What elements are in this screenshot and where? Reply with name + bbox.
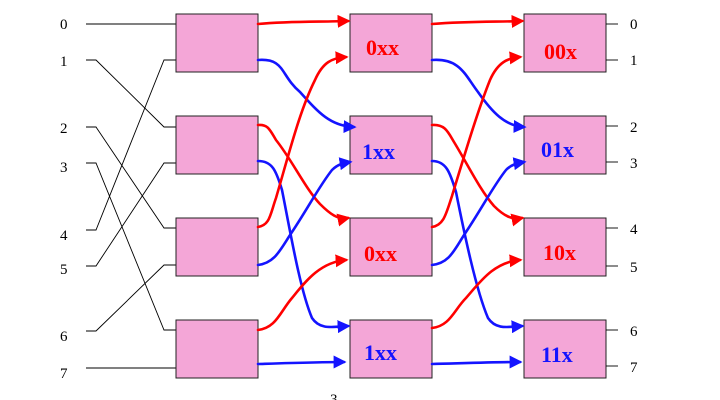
wire-5 (86, 162, 176, 267)
stage1-switch-1 (175, 115, 259, 175)
route-red-arrow (256, 123, 351, 227)
input-label-3: 3 (60, 160, 68, 176)
route-red-arrow (430, 14, 525, 28)
input-label-6: 6 (60, 329, 68, 345)
stage2-label-2: 0xx (364, 241, 397, 266)
stage2-label-3: 1xx (364, 340, 397, 365)
output-label-2: 2 (630, 120, 638, 136)
wire-6 (86, 264, 176, 332)
route-red-arrow (256, 254, 349, 332)
stage3-label-2: 10x (543, 240, 576, 265)
stage3-label-0: 00x (544, 39, 577, 64)
stage3-switch-1 (523, 115, 607, 175)
route-blue-arrow (430, 157, 527, 267)
output-label-3: 3 (630, 156, 638, 172)
input-label-0: 0 (60, 17, 68, 33)
route-blue-arrow (430, 58, 527, 133)
stage3-switch-2 (523, 217, 607, 277)
stage3-switch-0 (523, 13, 607, 73)
stage2-label-1: 1xx (362, 139, 395, 164)
output-wiring (606, 23, 618, 367)
input-label-5: 5 (60, 262, 68, 278)
stage3-label-1: 01x (541, 137, 574, 162)
wire-2 (86, 126, 176, 229)
route-red-arrow (256, 51, 349, 229)
routes-stage2-to-stage3 (430, 14, 527, 369)
route-red-arrow (256, 14, 351, 28)
stage2-label-0: 0xx (366, 35, 399, 60)
input-label-1: 1 (60, 54, 68, 70)
output-label-4: 4 (630, 222, 638, 238)
output-label-6: 6 (630, 324, 638, 340)
route-blue-arrow (430, 159, 525, 334)
route-blue-arrow (256, 355, 347, 369)
route-red-arrow (430, 123, 525, 227)
wire-3 (86, 162, 176, 331)
wire-4 (86, 59, 176, 231)
stage2-switch-0 (349, 13, 433, 73)
route-red-arrow (430, 254, 523, 330)
stage2-switch-3 (349, 319, 433, 379)
route-blue-arrow (256, 58, 357, 134)
stage3-label-3: 11x (541, 342, 573, 367)
stage2-switch-2 (349, 217, 433, 277)
wire-1 (86, 59, 176, 128)
input-wiring (86, 23, 176, 369)
route-red-arrow (430, 51, 523, 229)
output-label-1: 1 (630, 53, 638, 69)
output-label-0: 0 (630, 17, 638, 33)
stage1-switch-0 (175, 13, 259, 73)
output-label-5: 5 (630, 260, 638, 276)
stage1-switch-2 (175, 217, 259, 277)
stage1-switch-3 (175, 319, 259, 379)
stage2-switch-1 (349, 115, 433, 175)
stage3-switch-3 (523, 319, 607, 379)
routes-stage1-to-stage2 (256, 14, 357, 369)
bottom-cutoff-label: 3 (330, 392, 338, 400)
input-label-4: 4 (60, 228, 68, 244)
input-label-7: 7 (60, 366, 68, 382)
route-blue-arrow (430, 355, 523, 369)
route-blue-arrow (256, 159, 351, 334)
output-label-7: 7 (630, 360, 638, 376)
route-blue-arrow (256, 157, 353, 267)
input-label-2: 2 (60, 121, 68, 137)
